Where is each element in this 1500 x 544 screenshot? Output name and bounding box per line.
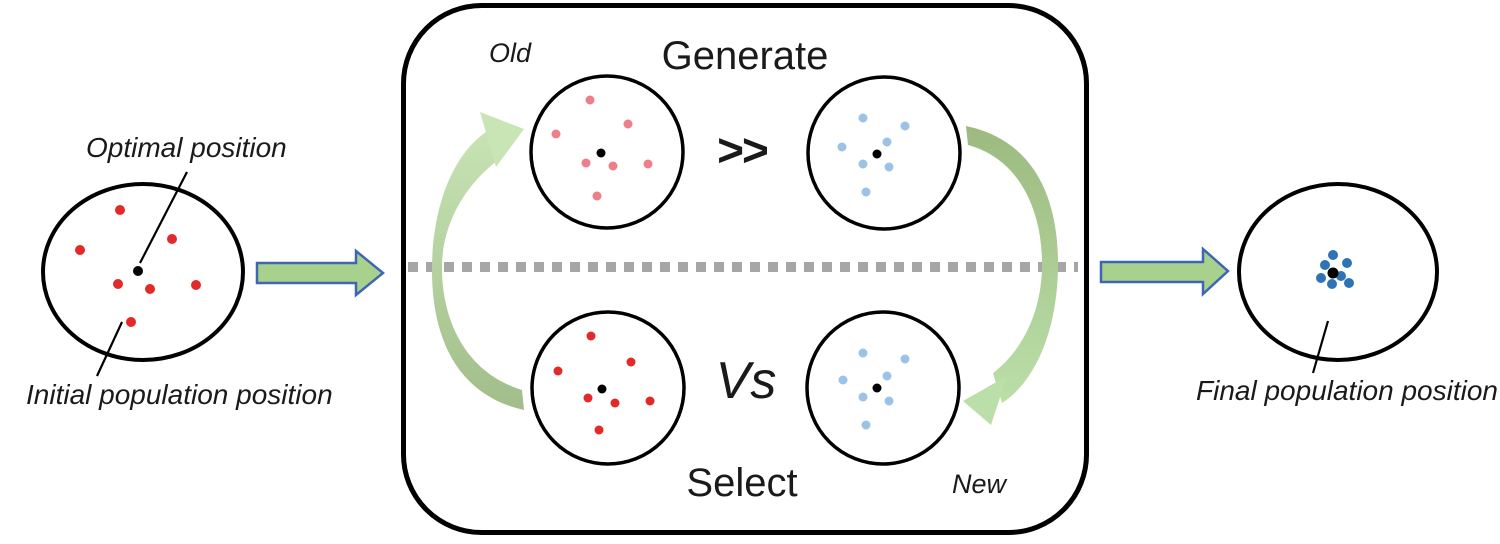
final-population-label: Final population position [1196, 375, 1498, 406]
old-population-bottom-outline [530, 310, 686, 466]
old-population-bottom-center-dot [597, 384, 607, 394]
new-population-bottom-center-dot [872, 383, 882, 393]
right-flow-arrow [1099, 246, 1230, 297]
cycle-arrow-up-body [431, 130, 524, 410]
final-population-dot [1328, 250, 1338, 260]
cycle-arrow-up-head [480, 112, 524, 167]
initial-population-outline [41, 182, 245, 362]
process-box [401, 3, 1089, 535]
optimal-position-pointer-line [139, 171, 188, 264]
initial-population-dot [115, 205, 125, 215]
old-population-bottom-dot [610, 398, 620, 408]
old-population-top-dot [643, 159, 653, 169]
old-population-top-center-dot [596, 148, 606, 158]
old-population-bottom-dot [553, 366, 563, 376]
old-population-bottom-dot [645, 396, 655, 406]
new-population-bottom-dot [858, 348, 868, 358]
old-population-bottom-dot [583, 393, 593, 403]
initial-population-dot [145, 284, 155, 294]
initial-population-label: Initial population position [26, 379, 333, 410]
new-label: New [951, 469, 1007, 499]
old-population-bottom-dot [626, 357, 636, 367]
old-population-bottom-group [530, 310, 686, 466]
final-population-dot [1342, 258, 1352, 268]
new-population-top-outline [806, 75, 962, 231]
final-population-dot [1327, 279, 1337, 289]
cycle-arrow-down-head [963, 376, 1007, 425]
new-population-bottom-group [805, 310, 961, 466]
new-population-top-dot [900, 121, 910, 131]
new-population-bottom-dot [884, 396, 894, 406]
new-population-bottom-dot [882, 371, 892, 381]
initial-population-dot [75, 245, 85, 255]
initial-population-center-dot [133, 266, 143, 276]
final-population-group [1237, 182, 1439, 362]
new-population-top-dot [861, 187, 871, 197]
old-population-top-outline [529, 74, 685, 230]
final-population-dot [1336, 271, 1346, 281]
old-population-top-dot [623, 119, 633, 129]
new-population-top-dot [858, 113, 868, 123]
new-population-top-center-dot [872, 149, 882, 159]
new-population-bottom-outline [805, 310, 961, 466]
old-population-top-dot [592, 191, 602, 201]
old-population-top-group [529, 74, 685, 230]
final-population-dot [1316, 273, 1326, 283]
final-population-pointer-line [1311, 320, 1330, 374]
final-population-dot [1344, 278, 1354, 288]
new-population-bottom-dot [858, 392, 868, 402]
old-population-bottom-dot [586, 331, 596, 341]
initial-population-group [41, 182, 245, 362]
old-label: Old [489, 38, 532, 68]
new-population-top-group [806, 75, 962, 231]
initial-population-dot [167, 234, 177, 244]
final-population-center-dot [1327, 267, 1339, 279]
cycle-arrow-down-body [966, 126, 1059, 403]
new-population-bottom-dot [838, 375, 848, 385]
old-population-top-dot [585, 95, 595, 105]
new-population-top-dot [858, 159, 868, 169]
left-flow-arrow [255, 248, 385, 298]
select-label: Select [686, 461, 798, 505]
new-population-top-dot [837, 142, 847, 152]
old-population-bottom-dot [594, 425, 604, 435]
new-population-top-dot [884, 162, 894, 172]
population-clusters [41, 74, 1439, 466]
initial-population-dot [191, 280, 201, 290]
new-population-bottom-dot [900, 354, 910, 364]
generate-label: Generate [661, 34, 829, 78]
much-greater-than-label: >> [717, 124, 769, 176]
old-population-top-dot [551, 129, 561, 139]
optimal-position-label: Optimal position [86, 132, 287, 163]
vs-label: Vs [715, 352, 777, 410]
new-population-bottom-dot [861, 420, 871, 430]
initial-population-pointer-line [96, 321, 123, 377]
final-population-dot [1320, 260, 1330, 270]
initial-population-dot [126, 317, 136, 327]
old-population-top-dot [608, 161, 618, 171]
initial-population-dot [113, 279, 123, 289]
old-population-top-dot [581, 158, 591, 168]
new-population-top-dot [882, 137, 892, 147]
